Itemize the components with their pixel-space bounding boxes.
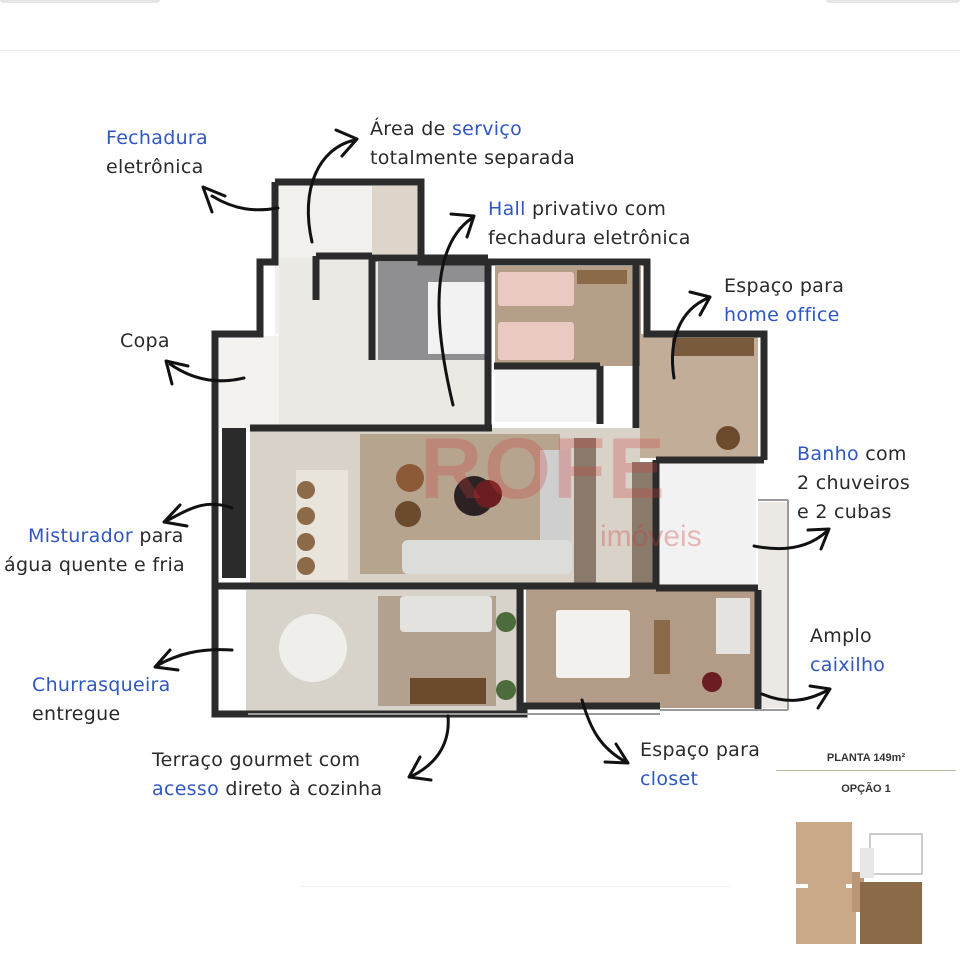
label-copa: Copa: [120, 330, 170, 352]
callout-arrows: [153, 128, 832, 782]
label-hall: Hall privativo com fechadura eletrônica: [488, 198, 691, 249]
walls: [211, 178, 768, 718]
arrow-fechadura: [210, 194, 280, 212]
legend-option: OPÇÃO 1: [841, 783, 891, 795]
label-home-office: Espaço para home office: [724, 275, 845, 326]
arrow-area-servico: [306, 138, 357, 244]
label-area-servico: Área de serviço totalmente separada: [370, 118, 576, 169]
arrow-closet: [580, 698, 628, 764]
top-tab-right[interactable]: [826, 0, 960, 3]
footer-divider: [300, 886, 730, 887]
label-misturador: Misturador para água quente e fria: [4, 525, 185, 576]
arrow-terraco: [410, 714, 450, 778]
top-tab-left[interactable]: [0, 0, 160, 3]
floor-areas: [219, 182, 788, 712]
key-plan: [796, 822, 923, 944]
label-closet: Espaço para closet: [640, 739, 761, 790]
watermark-brand: ROFE: [420, 421, 667, 517]
arrow-misturador: [166, 502, 234, 522]
watermark-sub: imóveis: [600, 520, 702, 553]
label-banho: Banho com 2 chuveiros e 2 cubas: [797, 443, 911, 523]
top-bar: [0, 0, 960, 51]
label-churrasqueira: Churrasqueira entregue: [32, 674, 171, 725]
arrow-amplo: [760, 688, 830, 702]
arrow-churrasqueira: [156, 648, 234, 667]
plan-legend: PLANTA 149m² OPÇÃO 1: [776, 752, 956, 795]
legend-title: PLANTA 149m²: [776, 752, 956, 771]
arrow-hall: [437, 216, 474, 407]
arrow-home-office: [671, 296, 710, 380]
label-terraco: Terraço gourmet com acesso direto à cozi…: [152, 749, 383, 800]
arrow-copa: [168, 362, 246, 383]
arrow-banho: [752, 530, 828, 551]
label-amplo-caixilho: Amplo caixilho: [810, 625, 886, 676]
label-fechadura: Fechadura eletrônica: [106, 127, 208, 178]
